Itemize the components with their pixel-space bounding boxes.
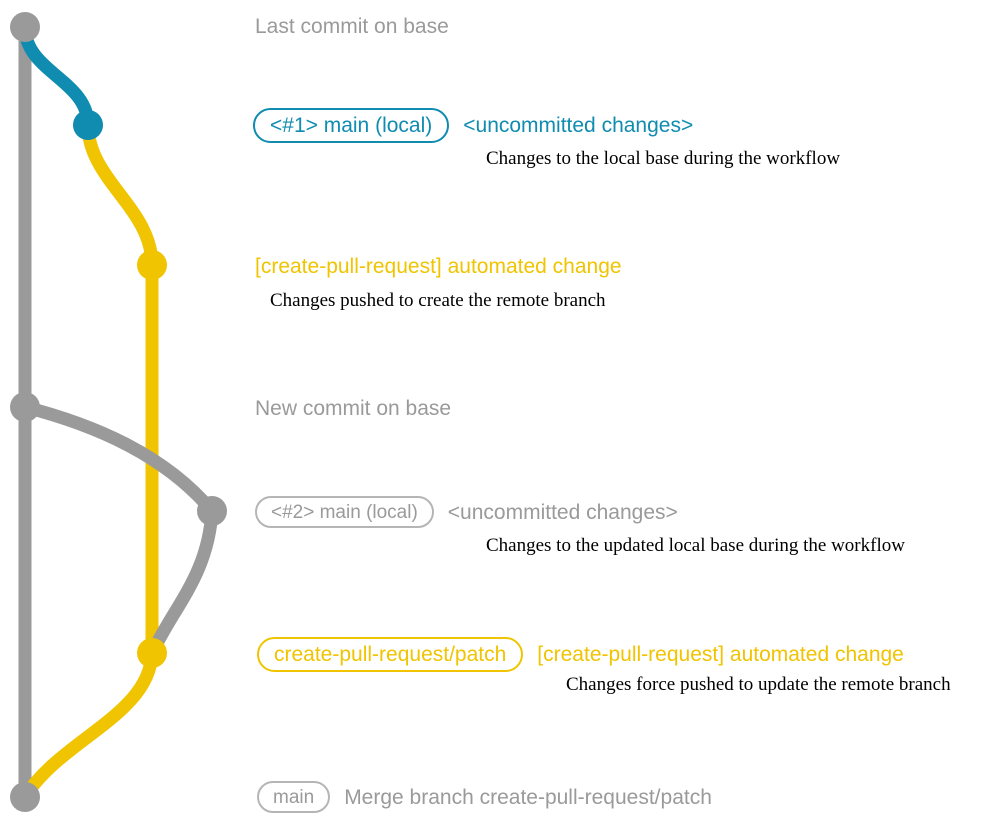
headline-local-2: <uncommitted changes>: [447, 500, 678, 524]
badge-local-2[interactable]: <#2> main (local): [255, 496, 434, 528]
headline-merge-commit: Merge branch create-pull-request/patch: [344, 785, 712, 809]
patch-branch-line-1: [81, 118, 159, 272]
badge-patch-commit-2[interactable]: create-pull-request/patch: [257, 637, 524, 672]
row-patch-commit-1: [create-pull-request] automated change: [255, 254, 981, 279]
commit-node-patch-2[interactable]: [137, 638, 167, 668]
commit-node-merge[interactable]: [10, 782, 40, 812]
commit-node-local-2[interactable]: [197, 496, 227, 526]
row-local-2: <#2> main (local) <uncommitted changes>: [255, 496, 981, 528]
headline-patch-commit-1: [create-pull-request] automated change: [255, 255, 622, 278]
description-local-2: Changes to the updated local base during…: [486, 535, 905, 556]
commit-node-base-last[interactable]: [10, 12, 40, 42]
commit-node-base-new[interactable]: [10, 392, 40, 422]
headline-local-1: <uncommitted changes>: [463, 114, 694, 137]
headline-last-commit-on-base: Last commit on base: [255, 15, 449, 38]
local-to-patch-line: [145, 504, 219, 660]
commit-node-patch-1[interactable]: [137, 250, 167, 280]
description-patch-commit-1: Changes pushed to create the remote bran…: [270, 290, 606, 311]
row-last-commit-on-base: Last commit on base: [255, 14, 981, 39]
row-local-1: <#1> main (local) <uncommitted changes>: [253, 108, 981, 143]
commit-node-local-1[interactable]: [73, 110, 103, 140]
headline-patch-commit-2: [create-pull-request] automated change: [537, 643, 904, 666]
row-new-commit-on-base: New commit on base: [255, 396, 981, 421]
badge-merge-commit[interactable]: main: [257, 781, 331, 813]
local-branch-line-2: [18, 400, 219, 518]
description-local-1: Changes to the local base during the wor…: [486, 148, 841, 169]
patch-merge-line: [18, 646, 159, 804]
row-merge-commit: main Merge branch create-pull-request/pa…: [257, 781, 981, 813]
row-patch-commit-2: create-pull-request/patch [create-pull-r…: [257, 637, 981, 672]
description-patch-commit-2: Changes force pushed to update the remot…: [566, 674, 951, 695]
headline-new-commit-on-base: New commit on base: [255, 397, 452, 420]
badge-local-1[interactable]: <#1> main (local): [253, 108, 450, 143]
